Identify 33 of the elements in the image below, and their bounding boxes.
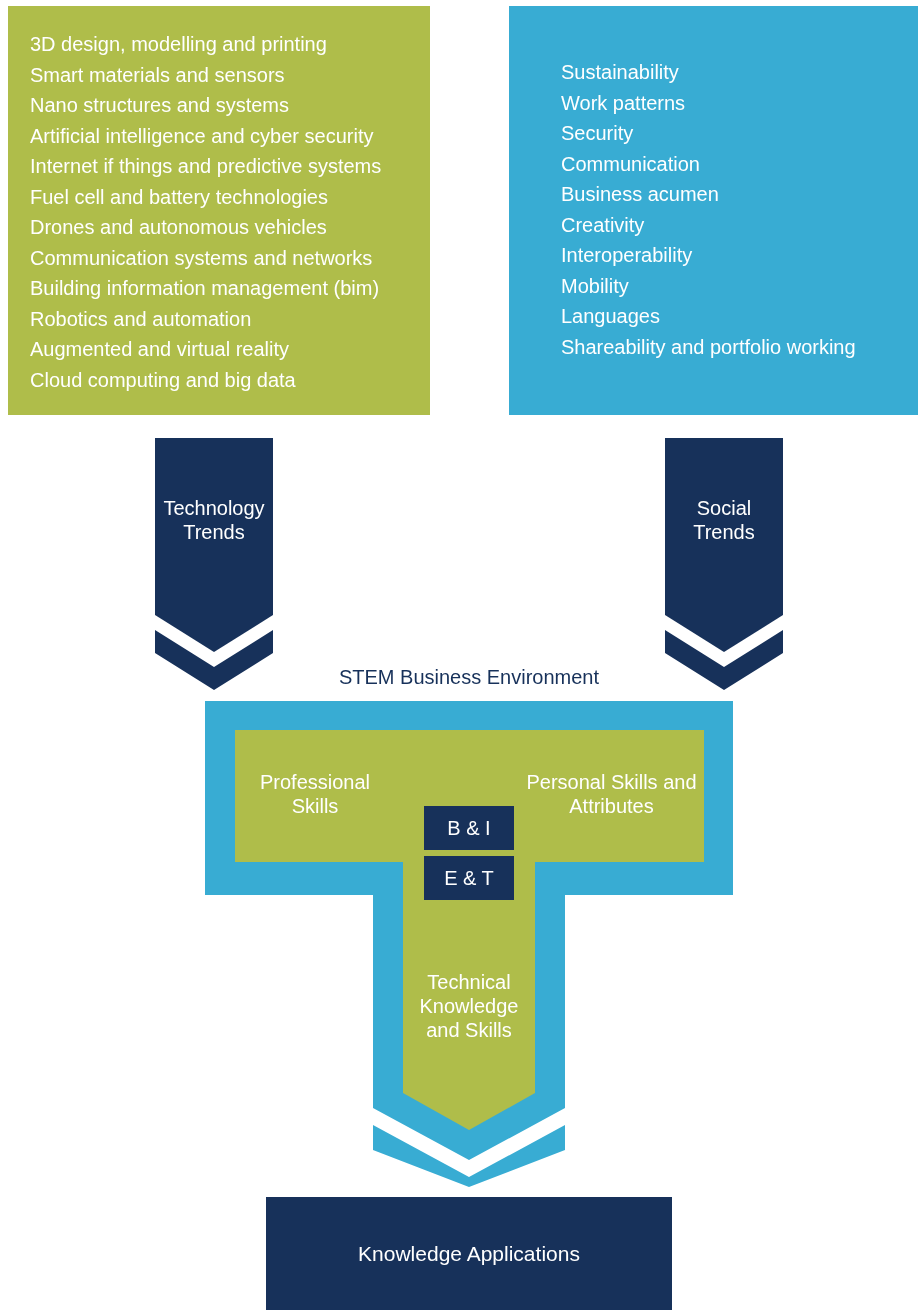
list-item: Shareability and portfolio working [561,334,856,359]
panel-label: Technical Knowledge and Skills [418,970,520,1042]
list-item: 3D design, modelling and printing [30,32,327,56]
list-item: Sustainability [561,60,679,84]
list-item: Mobility [561,273,629,298]
trend-panel [8,6,430,415]
list-item: Security [561,121,634,145]
list-item: Business acumen [561,182,719,206]
list-item: Internet if things and predictive systems [30,154,382,178]
list-item: Nano structures and systems [30,93,289,117]
list-item: Work patterns [561,90,686,115]
trend-panel [509,6,918,415]
code-tag: E & T [424,856,514,900]
list-item: Creativity [561,212,645,237]
code-tag: B & I [424,806,514,850]
list-item: Augmented and virtual reality [30,337,290,361]
list-item: Building information management (bim) [30,276,380,300]
list-item: Fuel cell and battery technologies [30,184,328,209]
list-item: Drones and autonomous vehicles [30,215,327,239]
panel-label: Professional Skills [258,770,372,818]
list-item: Smart materials and sensors [30,62,285,87]
list-item: Communication [561,151,700,176]
result-box: Knowledge Applications [266,1197,672,1310]
list-item: Artificial intelligence and cyber security [30,123,374,148]
panel-label: Personal Skills and Attributes [525,770,698,818]
list-item: Robotics and automation [30,306,252,331]
list-item: Communication systems and networks [30,245,373,270]
list-item: Languages [561,304,660,328]
arrow-label: Technology Trends [162,496,266,544]
arrow-label: Social Trends [692,496,756,544]
heading: STEM Business Environment [337,665,601,689]
list-item: Interoperability [561,243,693,267]
list-item: Cloud computing and big data [30,367,296,392]
